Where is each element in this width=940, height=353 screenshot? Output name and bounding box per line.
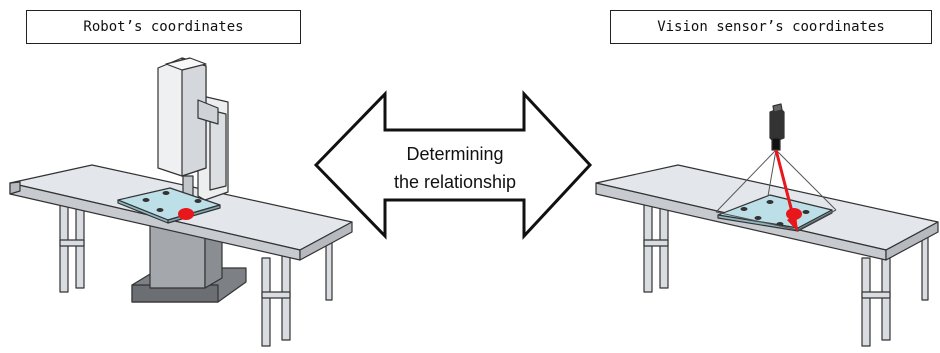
robot-target-marker [178, 208, 194, 220]
double-arrow-shape [313, 90, 593, 240]
scara-robot [157, 57, 229, 212]
right-plate-holes [740, 200, 810, 226]
robot-coordinates-label: Robot’s coordinates [26, 10, 301, 44]
left-plate-holes [142, 191, 202, 215]
vision-scene [595, 103, 939, 347]
right-conveyor-legs [643, 199, 929, 347]
arrow-text-line2: the relationship [394, 172, 516, 192]
vision-sensor-coordinates-label: Vision sensor’s coordinates [610, 10, 932, 44]
vision-sensor-coordinates-text: Vision sensor’s coordinates [657, 19, 885, 35]
robot-coordinates-text: Robot’s coordinates [83, 19, 244, 35]
robot-scene [9, 57, 353, 347]
double-arrow: Determining the relationship [313, 90, 593, 240]
vision-camera [769, 103, 785, 151]
arrow-text-line1: Determining [406, 144, 503, 164]
vision-target-marker [786, 208, 802, 220]
